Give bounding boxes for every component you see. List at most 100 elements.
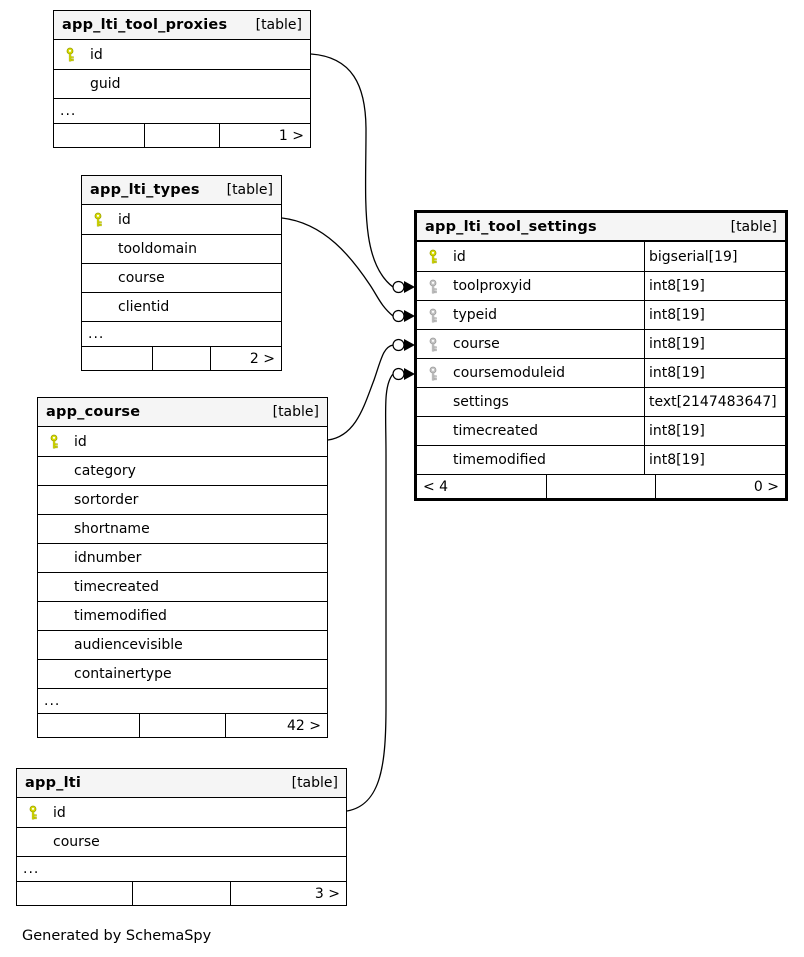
footer-parent-count: [82, 347, 152, 370]
column-name: id: [453, 248, 466, 265]
column-name: toolproxyid: [453, 278, 532, 294]
column-row-category: category: [38, 456, 327, 485]
column-name: guid: [90, 76, 121, 92]
edge-endpoint-circle: [392, 367, 405, 381]
column-type: int8[19]: [644, 446, 785, 474]
column-row-id: id: [82, 205, 281, 234]
table-header[interactable]: app_lti_tool_settings [table]: [417, 213, 785, 242]
column-row-id: id bigserial[19]: [417, 242, 785, 271]
column-row-guid: guid: [54, 69, 310, 98]
table-header[interactable]: app_lti_types [table]: [82, 176, 281, 205]
column-type: bigserial[19]: [644, 242, 785, 271]
footer-spacer: [132, 882, 231, 905]
table-type-badge: [table]: [272, 404, 319, 420]
edge-types-to-settings: [281, 217, 394, 317]
footer-child-count: 42 >: [287, 717, 321, 734]
no-key-icon: [428, 424, 442, 439]
edge-arrowhead-icon: [404, 339, 415, 351]
table-header[interactable]: app_lti_tool_proxies [table]: [54, 11, 310, 40]
column-name: id: [118, 211, 131, 228]
footer-child-count: 1 >: [278, 127, 304, 144]
table-title: app_lti: [25, 775, 82, 791]
column-row-id: id: [38, 427, 327, 456]
foreign-key-icon: [428, 366, 442, 381]
no-key-icon: [49, 522, 63, 537]
table-app-lti-tool-settings[interactable]: app_lti_tool_settings [table] id bigseria…: [414, 210, 788, 501]
column-type: int8[19]: [644, 417, 785, 445]
primary-key-icon: [65, 47, 79, 62]
no-key-icon: [49, 580, 63, 595]
edge-endpoint-circle: [392, 309, 405, 323]
column-type: int8[19]: [644, 330, 785, 358]
column-row-timemodified: timemodified int8[19]: [417, 445, 785, 474]
column-row-shortname: shortname: [38, 514, 327, 543]
footer-spacer: [545, 475, 657, 498]
table-app-lti-types[interactable]: app_lti_types [table] id tooldomain course…: [81, 175, 282, 371]
footer-child-count: 3 >: [314, 885, 340, 902]
column-row-tooldomain: tooldomain: [82, 234, 281, 263]
primary-key-icon: [93, 212, 107, 227]
primary-key-icon: [428, 249, 442, 264]
column-name: course: [453, 336, 500, 352]
table-header[interactable]: app_lti [table]: [17, 769, 346, 798]
no-key-icon: [93, 300, 107, 315]
table-type-badge: [table]: [226, 182, 273, 198]
edge-arrowhead-icon: [404, 368, 415, 380]
edge-endpoint-circle: [392, 338, 405, 352]
column-row-containertype: containertype: [38, 659, 327, 688]
column-name: timemodified: [453, 452, 546, 468]
footer-parent-count: [17, 882, 132, 905]
foreign-key-icon: [428, 279, 442, 294]
footer-spacer: [143, 124, 221, 147]
column-name: tooldomain: [118, 241, 197, 257]
column-row-idnumber: idnumber: [38, 543, 327, 572]
table-header[interactable]: app_course [table]: [38, 398, 327, 427]
footer-parent-count: [54, 124, 144, 147]
no-key-icon: [65, 77, 79, 92]
edge-endpoint-circle: [392, 280, 405, 294]
no-key-icon: [49, 638, 63, 653]
footer-spacer: [151, 347, 212, 370]
column-row-sortorder: sortorder: [38, 485, 327, 514]
no-key-icon: [49, 667, 63, 682]
column-type: int8[19]: [644, 272, 785, 300]
column-row-clientid: clientid: [82, 292, 281, 321]
column-name: coursemoduleid: [453, 365, 566, 381]
table-title: app_lti_tool_proxies: [62, 17, 228, 33]
table-title: app_lti_types: [90, 182, 200, 198]
edge-course-to-settings: [327, 344, 394, 441]
column-row-id: id: [17, 798, 346, 827]
column-name: course: [118, 270, 165, 286]
primary-key-icon: [28, 805, 42, 820]
no-key-icon: [49, 551, 63, 566]
table-footer: 1 >: [54, 123, 310, 147]
no-key-icon: [49, 464, 63, 479]
edge-tool-proxies-to-settings: [310, 53, 394, 288]
generator-note: Generated by SchemaSpy: [22, 928, 212, 944]
no-key-icon: [93, 271, 107, 286]
column-row-course: course int8[19]: [417, 329, 785, 358]
footer-child-count: 0 >: [753, 478, 779, 495]
no-key-icon: [93, 242, 107, 257]
more-columns-row: ...: [38, 688, 327, 713]
footer-child-count: 2 >: [249, 350, 275, 367]
primary-key-icon: [49, 434, 63, 449]
column-row-audiencevisible: audiencevisible: [38, 630, 327, 659]
foreign-key-icon: [428, 308, 442, 323]
table-title: app_lti_tool_settings: [425, 218, 597, 235]
edge-arrowhead-icon: [404, 310, 415, 322]
column-name: shortname: [74, 521, 150, 537]
table-footer: 3 >: [17, 881, 346, 905]
column-name: id: [90, 46, 103, 63]
column-type: int8[19]: [644, 301, 785, 329]
column-name: id: [74, 433, 87, 450]
edge-arrowhead-icon: [404, 281, 415, 293]
